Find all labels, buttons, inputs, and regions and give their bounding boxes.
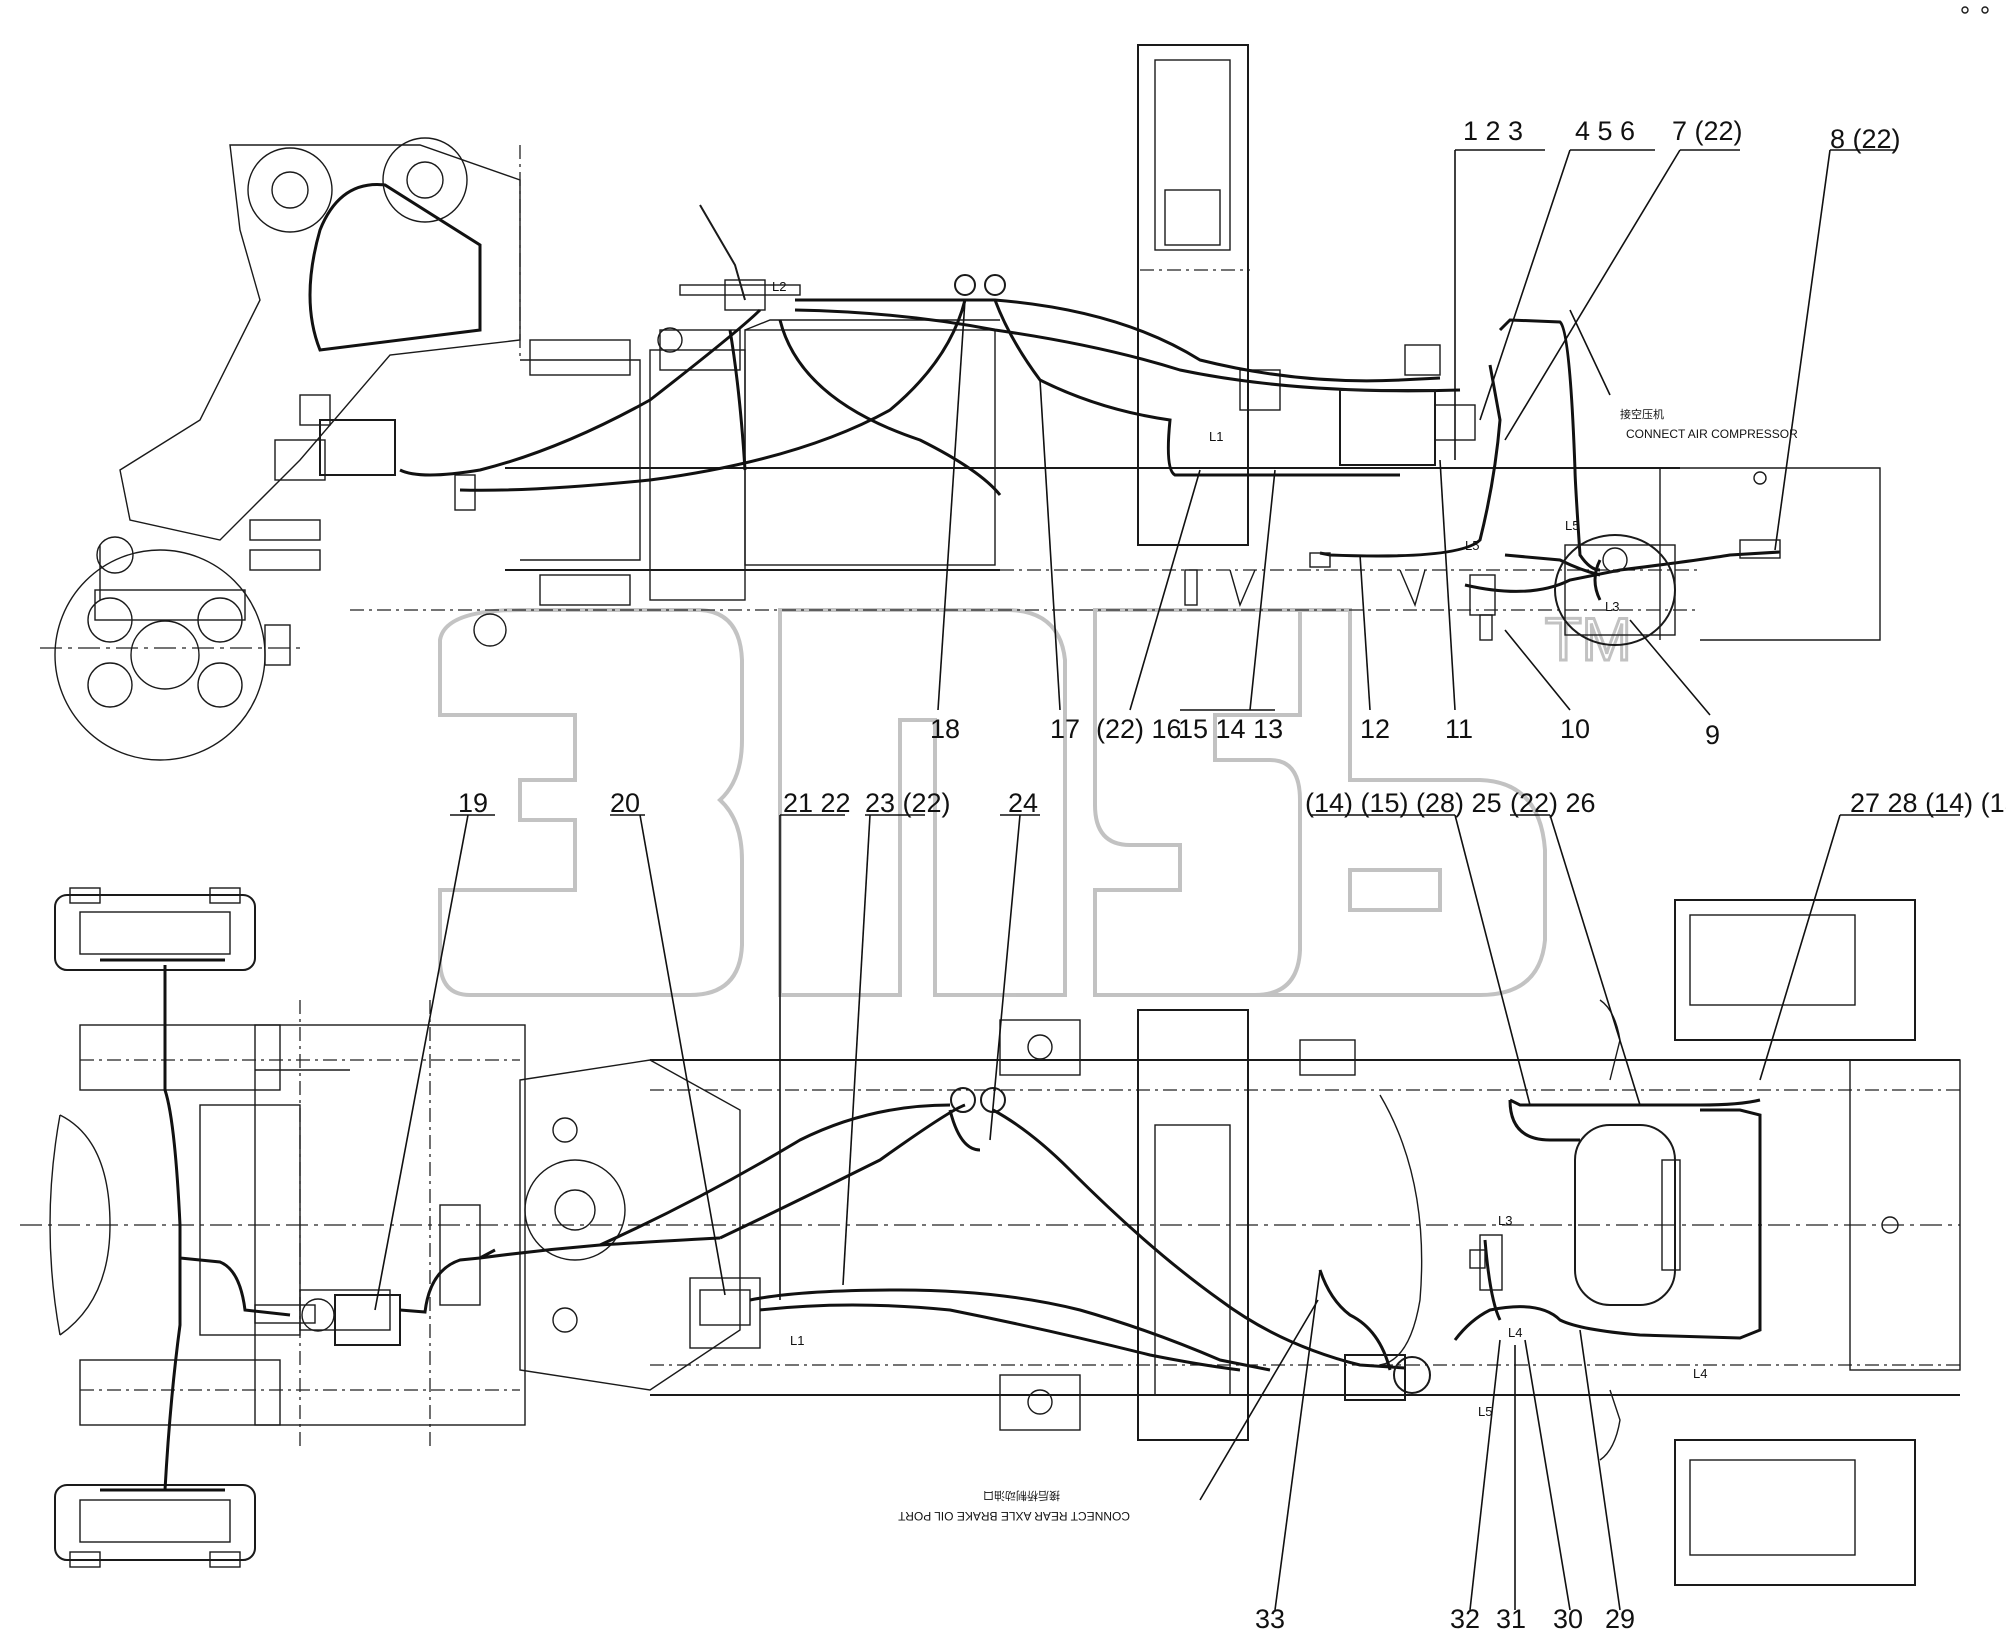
callout-9: 9	[1705, 720, 1720, 750]
top-view-side-elevation: 1 2 3 4 5 6 7 (22) 8 (22) 18 17 (22) 16 …	[40, 44, 1901, 761]
callout-19: 19	[458, 788, 488, 818]
note-air-compressor-en: CONNECT AIR COMPRESSOR	[1626, 427, 1798, 441]
mark-l1-top: L1	[1209, 429, 1223, 444]
callout-18: 18	[930, 714, 960, 744]
callout-14-15-28-25: (14) (15) (28) 25	[1305, 788, 1502, 818]
callout-17: 17	[1050, 714, 1080, 744]
mark-l3-bottom: L3	[1498, 1213, 1512, 1228]
mark-l3-top: L3	[1605, 599, 1619, 614]
callout-1-2-3: 1 2 3	[1463, 116, 1523, 146]
callout-20: 20	[610, 788, 640, 818]
callout-10: 10	[1560, 714, 1590, 744]
callout-22-16: (22) 16	[1096, 714, 1182, 744]
callout-24: 24	[1008, 788, 1038, 818]
callout-30: 30	[1553, 1604, 1583, 1634]
callout-27-28-14-15: 27 28 (14) (15)	[1850, 788, 2006, 818]
callout-15-14-13: 15 14 13	[1178, 714, 1283, 744]
callout-8-22: 8 (22)	[1830, 124, 1901, 154]
mark-l5-top-b: L5	[1465, 538, 1479, 553]
mark-l4-bottom-b: L4	[1693, 1366, 1707, 1381]
callout-32: 32	[1450, 1604, 1480, 1634]
note-rear-axle-cn: 接后桥制动油口	[983, 1489, 1060, 1503]
callout-12: 12	[1360, 714, 1390, 744]
callout-31: 31	[1496, 1604, 1526, 1634]
callout-33: 33	[1255, 1604, 1285, 1634]
mark-l1-bottom: L1	[790, 1333, 804, 1348]
callout-21-22: 21 22	[783, 788, 851, 818]
callout-29: 29	[1605, 1604, 1635, 1634]
mark-l5-bottom: L5	[1478, 1404, 1492, 1419]
mark-l5-top-a: L5	[1565, 518, 1579, 533]
callout-11: 11	[1445, 714, 1473, 744]
note-air-compressor-cn: 接空压机	[1620, 407, 1664, 421]
bottom-view-plan: 19 20 21 22 23 (22) 24 (14) (15) (28) 25…	[20, 788, 2006, 1634]
callout-22-26: (22) 26	[1510, 788, 1596, 818]
mark-l4-bottom-a: L4	[1508, 1325, 1522, 1340]
note-rear-axle-en: CONNECT REAR AXLE BRAKE OIL PORT	[897, 1509, 1130, 1523]
mark-l2: L2	[772, 279, 786, 294]
callout-4-5-6: 4 5 6	[1575, 116, 1635, 146]
callout-7-22: 7 (22)	[1672, 116, 1743, 146]
corner-mark	[1961, 6, 1989, 14]
callout-23-22: 23 (22)	[865, 788, 951, 818]
